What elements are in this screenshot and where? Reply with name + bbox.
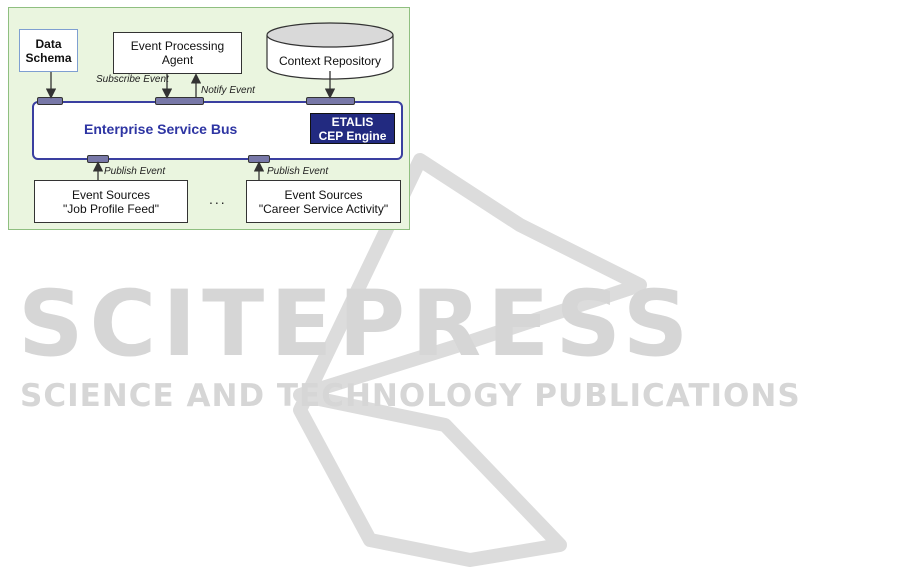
- watermark-subtitle: SCIENCE AND TECHNOLOGY PUBLICATIONS: [20, 378, 801, 414]
- ellipsis: ...: [209, 191, 227, 207]
- notify-event-label: Notify Event: [201, 85, 255, 96]
- subscribe-event-label: Subscribe Event: [96, 74, 169, 85]
- source1-label-line2: "Job Profile Feed": [63, 202, 159, 216]
- publish-event-label-2: Publish Event: [267, 166, 328, 177]
- event-source-career-service-box: Event Sources "Career Service Activity": [246, 180, 401, 223]
- source1-label-line1: Event Sources: [63, 188, 159, 202]
- publish-event-label-1: Publish Event: [104, 166, 165, 177]
- architecture-diagram: Data Schema Event Processing Agent Conte…: [8, 7, 410, 230]
- source2-label-line2: "Career Service Activity": [259, 202, 388, 216]
- event-source-job-profile-box: Event Sources "Job Profile Feed": [34, 180, 188, 223]
- source2-label-line1: Event Sources: [259, 188, 388, 202]
- watermark-title: SCITEPRESS: [18, 272, 694, 377]
